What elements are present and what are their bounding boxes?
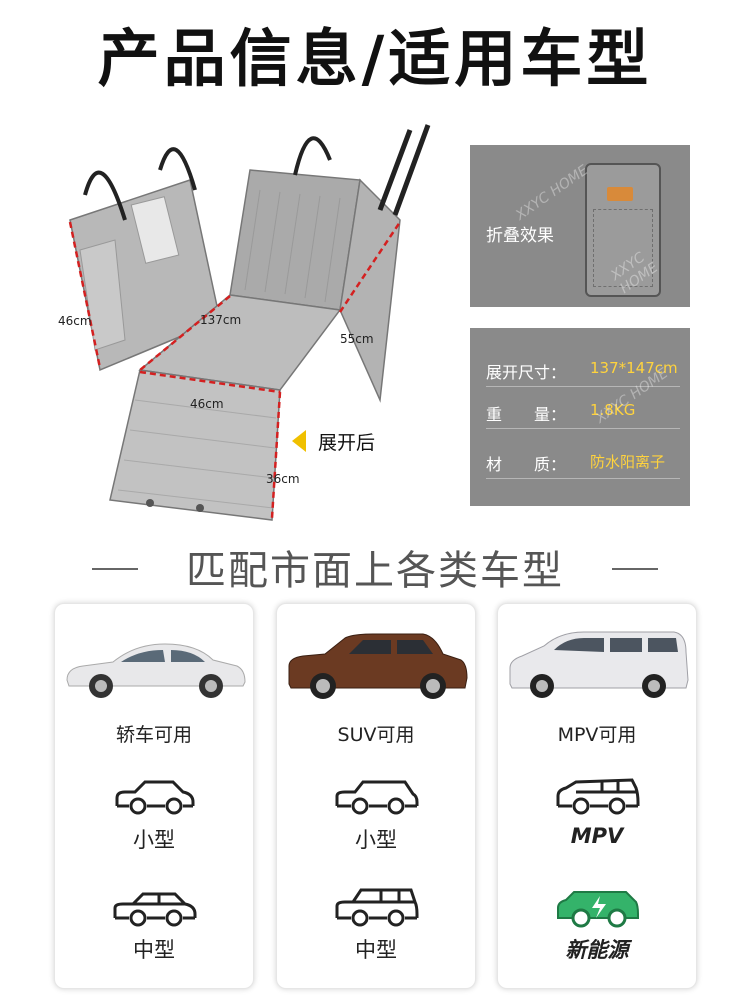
dimension-width: 46cm: [190, 397, 224, 411]
suv-car-image: [288, 633, 468, 699]
mid-sedan-icon: [113, 892, 197, 927]
divider: [92, 568, 138, 570]
card-sedan: 轿车可用 小型 中型: [54, 603, 254, 989]
small-sedan-icon: [115, 780, 195, 815]
spec-value: 137*147cm: [590, 359, 678, 377]
card-suv: SUV可用 小型 中型: [276, 603, 476, 989]
type-label: MPV: [570, 824, 624, 848]
type-label: 中型: [355, 938, 397, 962]
unfold-label: 展开后: [318, 432, 376, 454]
type-label: 新能源: [565, 938, 629, 962]
mpv-icon: [556, 778, 640, 815]
mpv-car-image: [509, 631, 689, 698]
spec-key: 展开尺寸：: [486, 363, 567, 382]
spec-key: 重 量：: [486, 405, 567, 424]
watermark: XXYC HOME: [513, 162, 592, 224]
page-title: 产品信息/适用车型: [97, 22, 653, 95]
type-label: 小型: [133, 828, 175, 852]
dimension-flap: 36cm: [266, 472, 300, 486]
dimension-length: 137cm: [200, 313, 242, 327]
type-label: 中型: [133, 938, 175, 962]
card-label: 轿车可用: [115, 724, 192, 746]
spec-value: 1.8KG: [590, 401, 636, 419]
sedan-car-image: [66, 643, 246, 698]
seat-cover-product-image: [68, 124, 431, 521]
dimension-side: 55cm: [340, 332, 374, 346]
card-label: MPV可用: [557, 724, 637, 746]
type-label: 小型: [355, 828, 397, 852]
fold-effect-panel: 折叠效果 XXYC HOME XXYC HOME: [470, 145, 690, 307]
spec-panel: 展开尺寸： 137*147cm 重 量： 1.8KG 材 质： 防水阳离子 XX…: [470, 328, 690, 506]
card-label: SUV可用: [337, 724, 415, 746]
small-suv-icon: [335, 780, 419, 815]
brand-tag-icon: [607, 187, 633, 201]
mid-suv-icon: [335, 888, 419, 927]
fold-label: 折叠效果: [486, 226, 554, 246]
electric-car-icon: [557, 891, 639, 928]
spec-row: 重 量： 1.8KG: [486, 394, 680, 429]
spec-value: 防水阳离子: [590, 453, 666, 471]
folded-bag-image: [585, 163, 661, 297]
dimension-left-height: 46cm: [58, 314, 92, 328]
divider: [612, 568, 658, 570]
arrow-left-icon: [292, 430, 306, 452]
spec-row: 展开尺寸： 137*147cm: [486, 352, 680, 387]
spec-key: 材 质：: [486, 455, 567, 474]
section-title: 匹配市面上各类车型: [186, 548, 564, 594]
card-mpv: MPV可用 MPV 新能源: [497, 603, 697, 989]
spec-row: 材 质： 防水阳离子: [486, 444, 680, 479]
